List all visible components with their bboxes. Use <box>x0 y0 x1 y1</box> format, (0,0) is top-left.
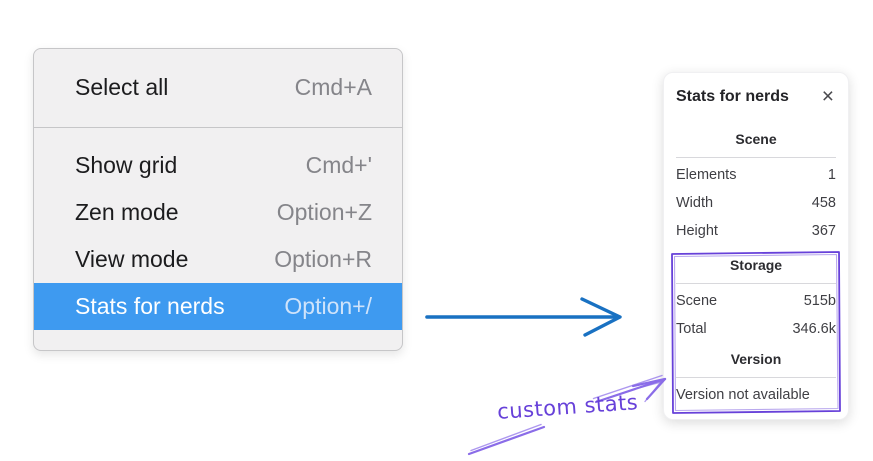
storage-rows: Scene 515b Total 346.6k <box>676 284 836 343</box>
stat-row-scene-storage: Scene 515b <box>676 287 836 315</box>
stat-value: 458 <box>811 195 836 211</box>
stat-label: Total <box>676 321 707 337</box>
menu-item-stats-for-nerds[interactable]: Stats for nerds Option+/ <box>34 283 402 330</box>
context-menu: Select all Cmd+A Show grid Cmd+' Zen mod… <box>33 48 403 351</box>
version-note: Version not available <box>676 387 810 403</box>
menu-item-label: View mode <box>75 246 189 272</box>
menu-item-label: Zen mode <box>75 199 179 225</box>
section-divider <box>676 157 836 158</box>
menu-divider <box>34 127 402 128</box>
stat-value: 367 <box>811 223 836 239</box>
menu-item-shortcut: Cmd+' <box>305 152 372 178</box>
close-icon: × <box>821 84 834 108</box>
close-button[interactable]: × <box>820 84 836 108</box>
stat-value: 515b <box>803 293 836 309</box>
menu-item-zen-mode[interactable]: Zen mode Option+Z <box>34 189 402 236</box>
section-divider <box>676 377 836 378</box>
stats-panel-titlebar: Stats for nerds × <box>676 86 836 107</box>
stat-row-height: Height 367 <box>676 217 836 245</box>
section-heading-storage: Storage <box>729 257 783 273</box>
scene-rows: Elements 1 Width 458 Height 367 <box>676 158 836 245</box>
menu-item-shortcut: Option+Z <box>276 199 372 225</box>
stat-value: 1 <box>827 167 836 183</box>
stat-value: 346.6k <box>792 321 836 337</box>
stat-row-width: Width 458 <box>676 189 836 217</box>
menu-item-select-all[interactable]: Select all Cmd+A <box>34 64 402 111</box>
menu-item-view-mode[interactable]: View mode Option+R <box>34 236 402 283</box>
menu-section-top: Select all Cmd+A <box>34 49 402 127</box>
stat-row-total-storage: Total 346.6k <box>676 315 836 343</box>
menu-item-shortcut: Cmd+A <box>294 74 372 100</box>
stat-label: Width <box>676 195 714 211</box>
menu-item-show-grid[interactable]: Show grid Cmd+' <box>34 142 402 189</box>
menu-item-label: Show grid <box>75 152 178 178</box>
flow-arrow <box>425 297 622 337</box>
stat-label: Height <box>676 223 718 239</box>
stat-label: Elements <box>676 167 737 183</box>
menu-item-label: Stats for nerds <box>75 293 225 319</box>
stats-panel-title: Stats for nerds <box>676 87 789 105</box>
stat-row-elements: Elements 1 <box>676 161 836 189</box>
stat-label: Scene <box>676 293 718 309</box>
menu-section-main: Show grid Cmd+' Zen mode Option+Z View m… <box>34 128 402 350</box>
menu-item-shortcut: Option+R <box>274 246 372 272</box>
menu-item-shortcut: Option+/ <box>284 293 372 319</box>
stats-panel: Stats for nerds × Scene Elements 1 Width… <box>663 72 849 420</box>
menu-item-label: Select all <box>75 74 169 100</box>
annotation-custom-stats: custom stats <box>496 390 639 424</box>
section-heading-version: Version <box>730 351 782 367</box>
section-heading-scene: Scene <box>735 131 777 147</box>
